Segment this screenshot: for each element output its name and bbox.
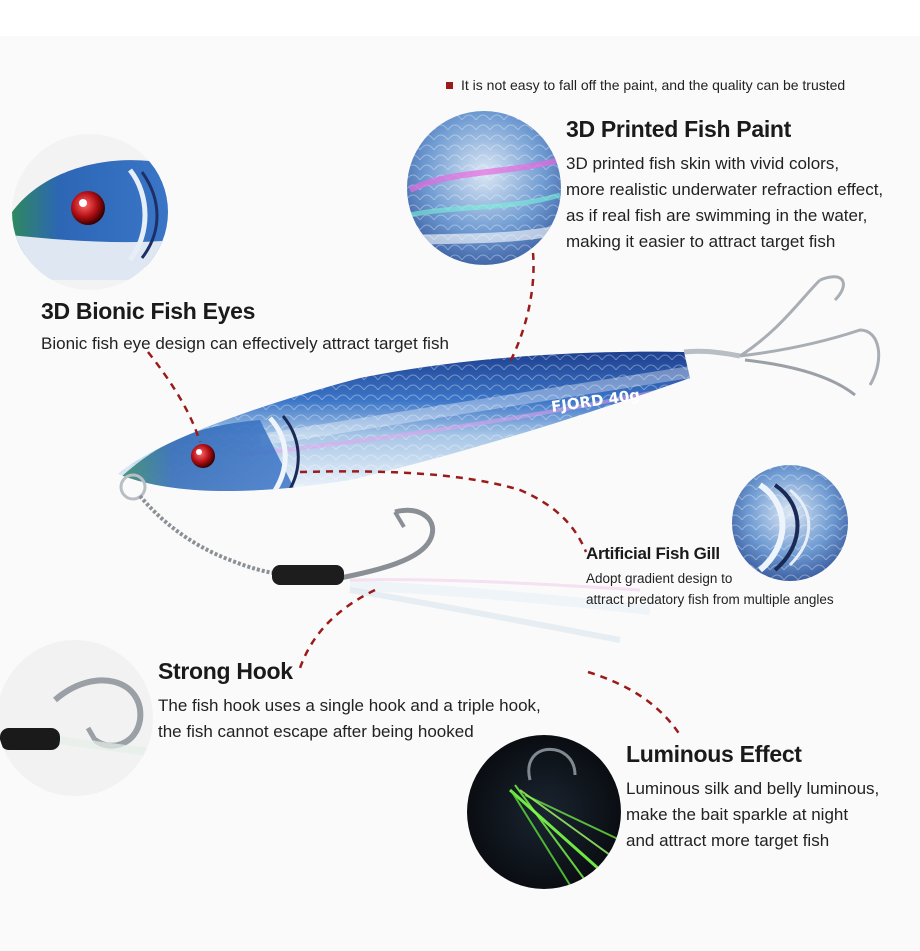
feature-eyes-title: 3D Bionic Fish Eyes [41,298,256,324]
eye-closeup-image [12,134,168,290]
tagline: It is not easy to fall off the paint, an… [446,77,845,93]
luminous-closeup-image [467,735,621,889]
feature-gill-line: Adopt gradient design to [586,571,733,586]
leader-lines [147,252,682,736]
gill-closeup-image [732,465,848,581]
feature-gill: Artificial Fish Gill Adopt gradient desi… [586,544,906,610]
feature-paint-line: more realistic underwater refraction eff… [566,180,884,199]
feature-hook: Strong Hook The fish hook uses a single … [158,658,578,745]
feature-eyes-description: Bionic fish eye design can effectively a… [41,331,521,357]
feature-paint-title: 3D Printed Fish Paint [566,116,792,142]
feature-gill-description: Adopt gradient design to attract predato… [586,568,906,610]
lure-eye [191,444,215,468]
feature-gill-title: Artificial Fish Gill [586,544,720,563]
feature-luminous-title: Luminous Effect [626,741,802,767]
feature-paint-line: making it easier to attract target fish [566,232,836,251]
feature-hook-description: The fish hook uses a single hook and a t… [158,693,578,745]
feature-luminous-line: make the bait sparkle at night [626,805,849,824]
tagline-text: It is not easy to fall off the paint, an… [461,77,846,93]
paint-closeup-image [407,111,561,265]
feature-paint-line: as if real fish are swimming in the wate… [566,206,868,225]
feature-paint-description: 3D printed fish skin with vivid colors, … [566,151,916,255]
top-band [0,0,920,36]
hook-closeup-image [0,640,153,796]
feature-hook-title: Strong Hook [158,658,293,684]
feature-hook-line: The fish hook uses a single hook and a t… [158,696,541,715]
feature-gill-line: attract predatory fish from multiple ang… [586,592,834,607]
feature-hook-line: the fish cannot escape after being hooke… [158,722,474,741]
feature-luminous-line: and attract more target fish [626,831,830,850]
feature-eyes: 3D Bionic Fish Eyes Bionic fish eye desi… [41,298,521,357]
feature-paint: 3D Printed Fish Paint 3D printed fish sk… [566,116,916,255]
feature-luminous: Luminous Effect Luminous silk and belly … [626,741,916,854]
feature-eyes-line: Bionic fish eye design can effectively a… [41,334,449,353]
feature-paint-line: 3D printed fish skin with vivid colors, [566,154,840,173]
feature-luminous-description: Luminous silk and belly luminous, make t… [626,776,916,854]
feature-luminous-line: Luminous silk and belly luminous, [626,779,880,798]
bullet-marker [446,81,453,89]
